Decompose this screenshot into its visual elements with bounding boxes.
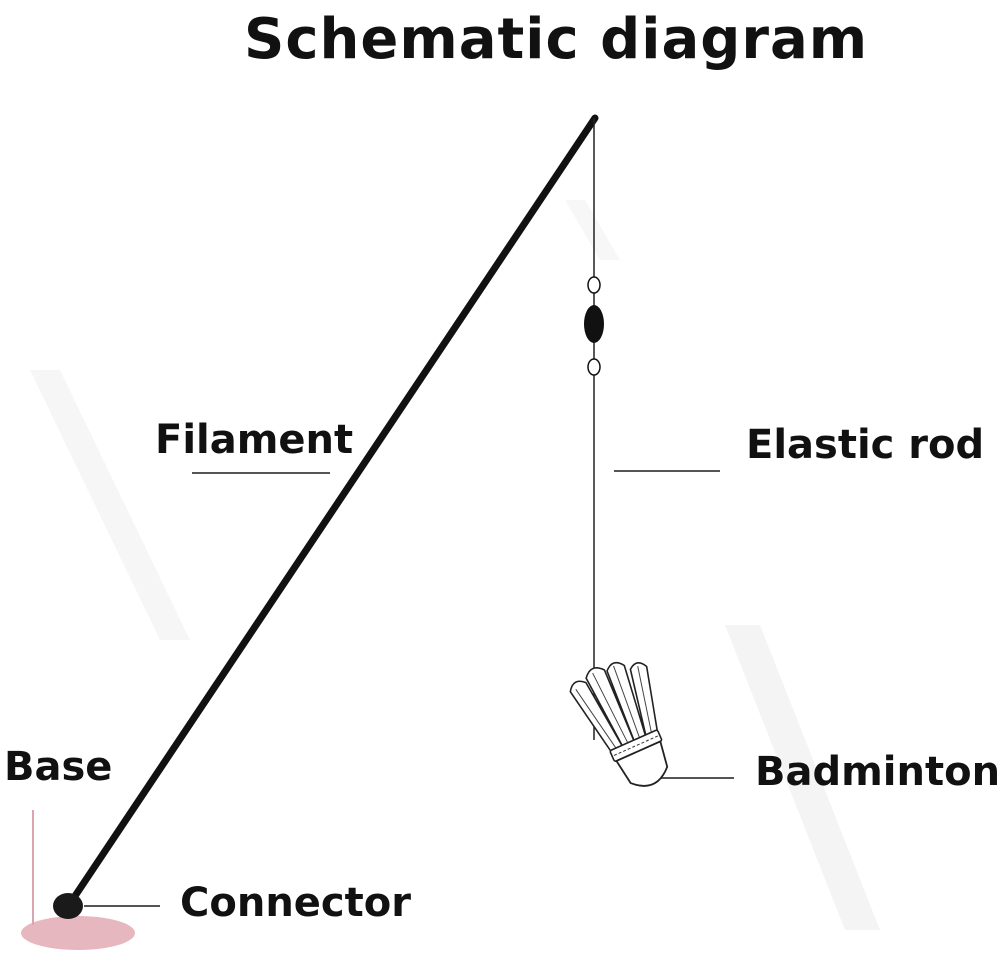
bead-top	[587, 276, 601, 294]
base-pad	[21, 916, 135, 950]
glare-streak-right	[725, 625, 880, 930]
glare-streak-left	[30, 370, 190, 640]
glare-streak-top	[565, 200, 620, 260]
feather-shafts	[575, 665, 654, 755]
label-elastic-rod: Elastic rod	[746, 422, 985, 468]
filament-pole	[65, 114, 599, 909]
label-base: Base	[4, 744, 113, 790]
band-stitching	[613, 735, 659, 756]
shuttlecock-cork	[615, 740, 669, 787]
shuttlecock	[569, 661, 669, 787]
label-filament: Filament	[155, 417, 354, 463]
diagram-title: Schematic diagram	[244, 7, 869, 72]
swivel-weight	[584, 305, 604, 343]
label-connector: Connector	[180, 880, 411, 926]
connector-knob	[53, 893, 83, 919]
bead-bottom	[587, 358, 601, 376]
label-badminton: Badminton	[755, 749, 998, 795]
shuttlecock-feathers	[569, 661, 660, 758]
